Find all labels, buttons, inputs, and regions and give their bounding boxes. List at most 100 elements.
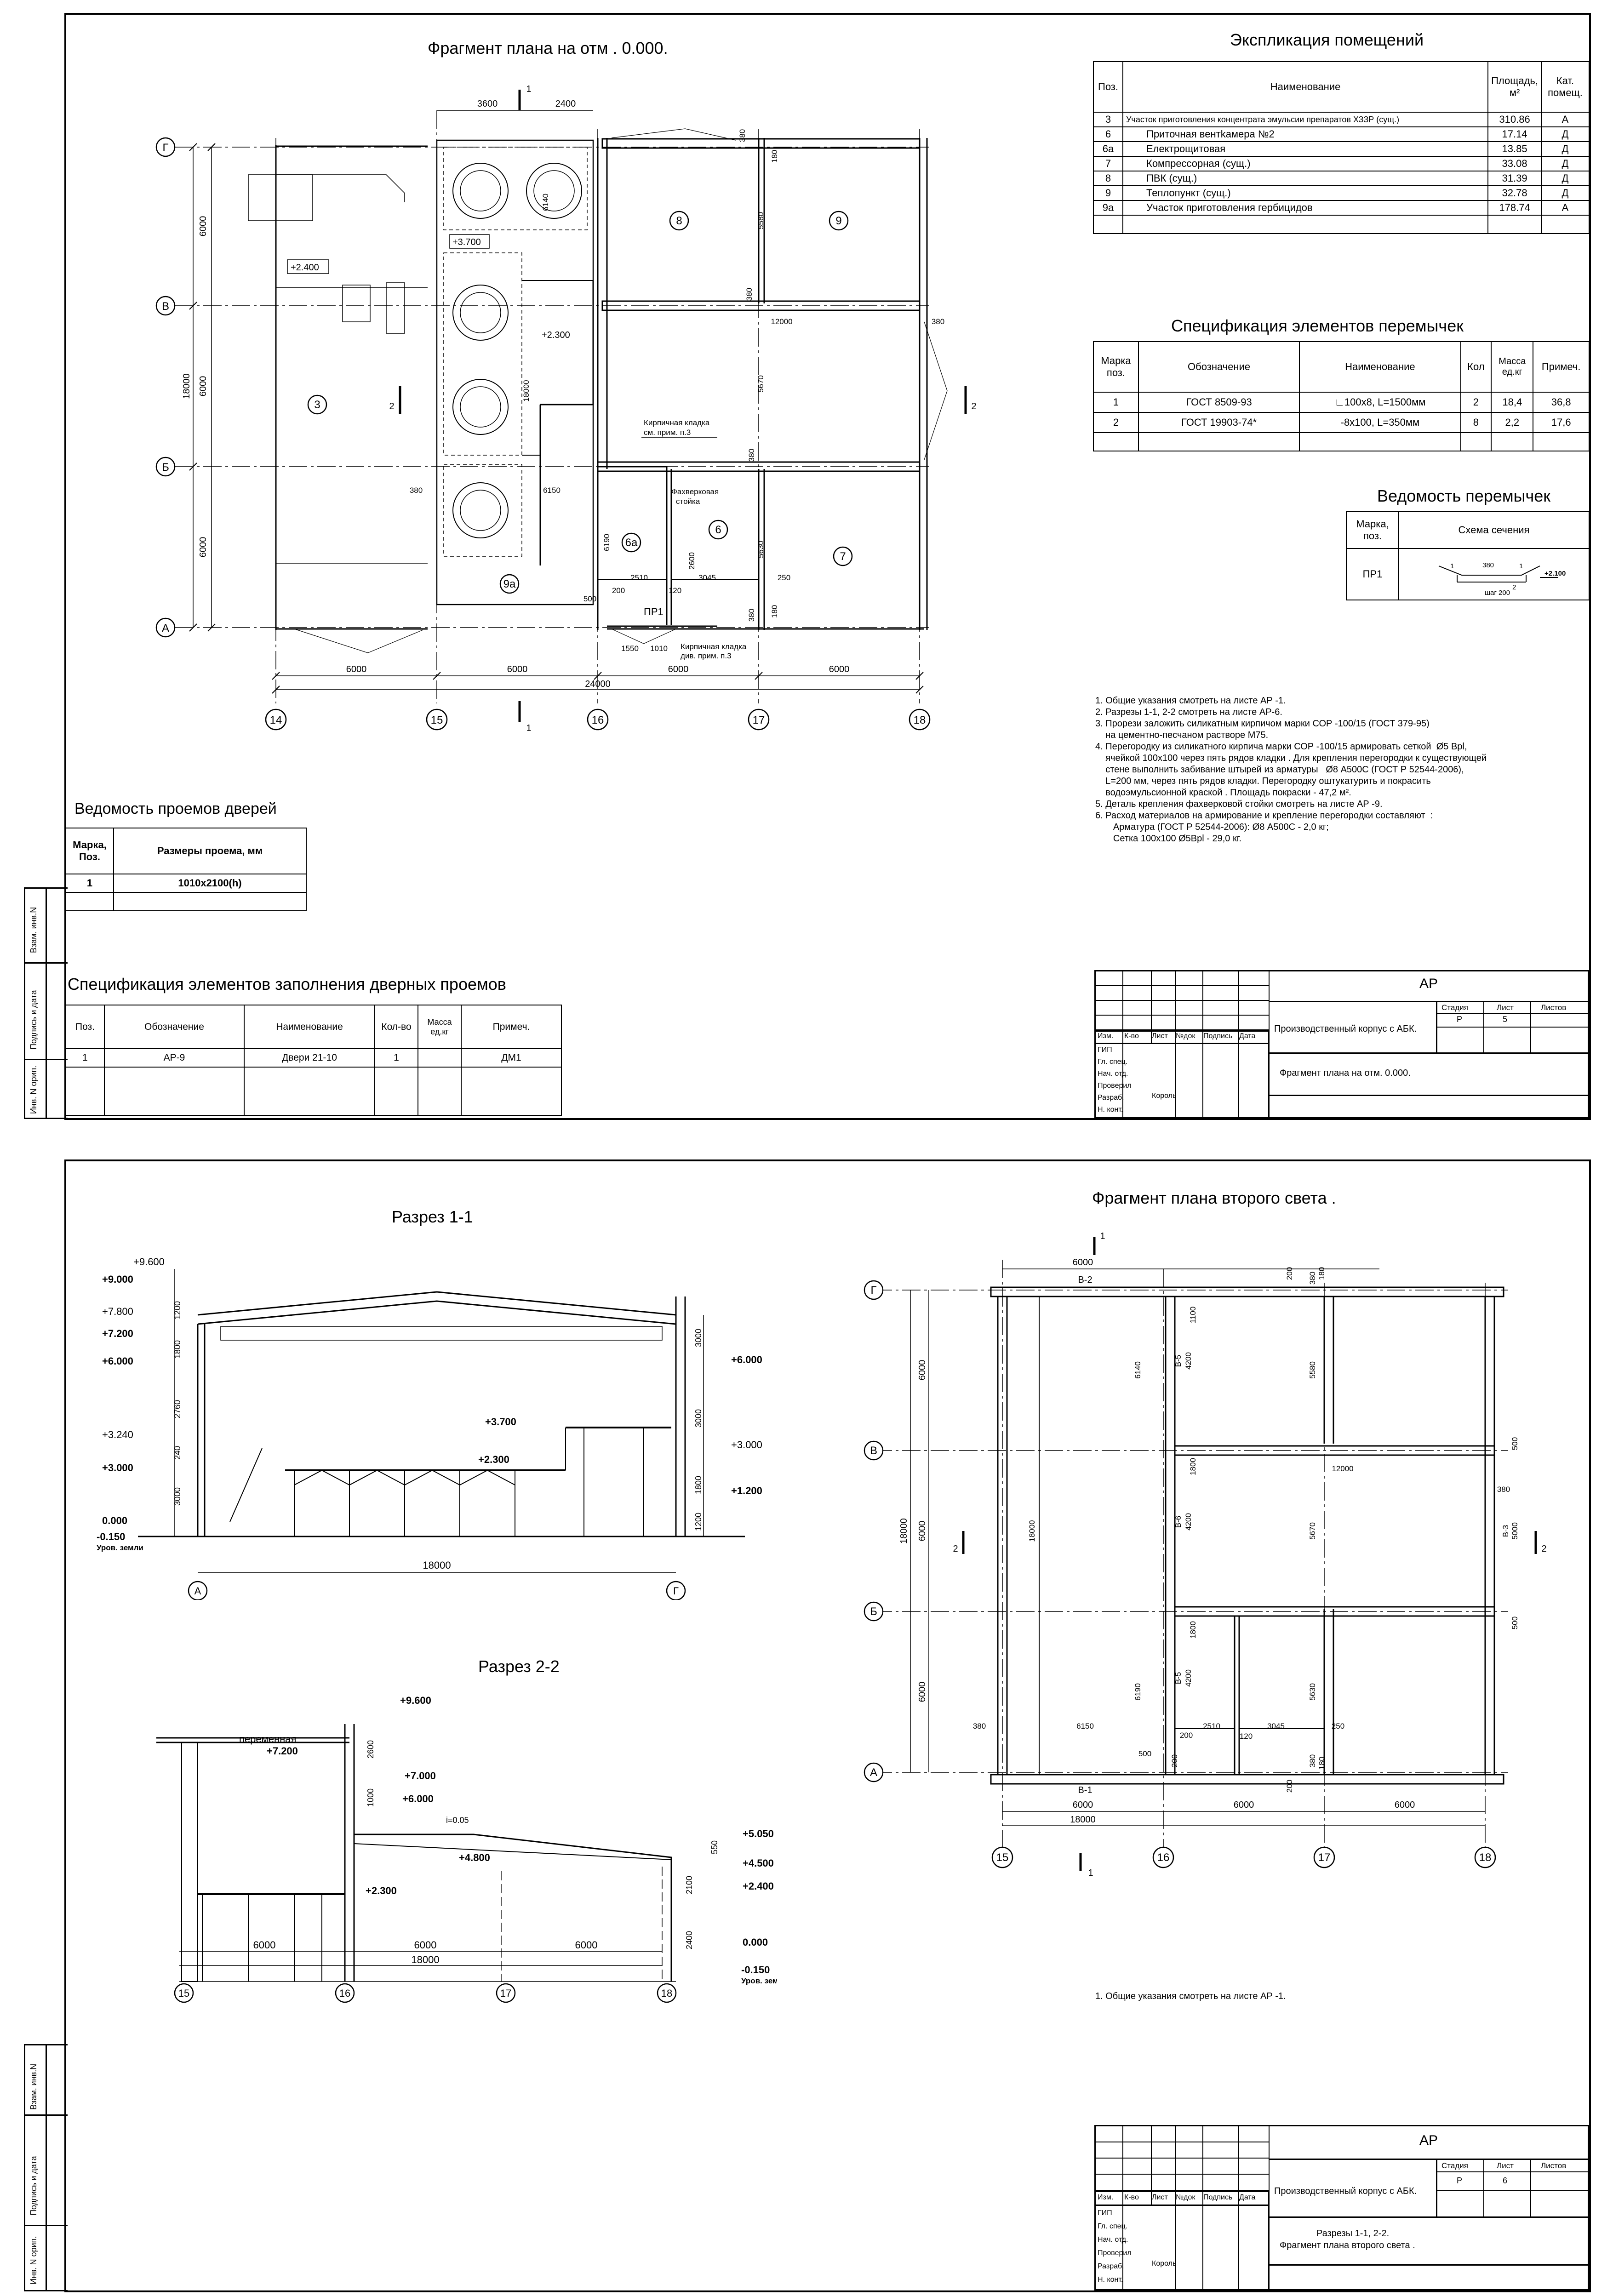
side-label-inv: Инв. N орип.	[29, 1065, 38, 1114]
drawing-sheet-2	[64, 1159, 1591, 2292]
plan-title: Фрагмент плана на отм . 0.000.	[428, 39, 668, 57]
dim-2400: 2400	[555, 99, 576, 109]
lintel-spec-title: Спецификация элементов перемычек	[1171, 316, 1464, 335]
drawing-text: Д	[1541, 156, 1590, 171]
section-22-title: Разрез 2-2	[478, 1657, 560, 1676]
dim-1550: 1550	[621, 644, 639, 653]
drawing-text: 1	[1100, 1231, 1105, 1241]
axis-label-A: А	[162, 622, 169, 634]
drawing-text: А	[870, 1766, 877, 1779]
drawing-text: Разраб.	[1098, 1094, 1124, 1102]
drawing-text: 3000	[694, 1409, 703, 1428]
drawing-text: 1	[65, 874, 114, 893]
drawing-text: Король	[1152, 2260, 1177, 2267]
room-8: 8	[676, 215, 682, 227]
drawing-text: 6140	[1133, 1361, 1142, 1379]
dim-left-6000-b: 6000	[198, 376, 208, 397]
drawing-text: +7.800	[102, 1306, 133, 1317]
floor-plan-0000: Г В Б А 14 15 16 17 18 3 6 6а 7 8 9 9а 3…	[155, 84, 977, 733]
drawing-text: Инв. N орип.	[29, 2236, 38, 2285]
drawing-text: 500	[1510, 1437, 1519, 1450]
drawing-text: 2400	[685, 1931, 694, 1949]
drawing-text: Фрагмент плана второго света .	[1280, 2240, 1415, 2250]
drawing-text: 1000	[366, 1788, 375, 1807]
side-stamp-2: Взам. инв.N Подпись и дата Инв. N орип.	[24, 2044, 68, 2291]
expl-h-area: Площадь, м²	[1487, 61, 1542, 113]
note-brick1: Кирпичная кладка	[644, 418, 710, 427]
drawing-text: 33.08	[1487, 156, 1542, 171]
drawing-text: Гл. спец.	[1098, 1058, 1128, 1066]
drawing-text: Дата	[1239, 2193, 1256, 2201]
drawing-text: 31.39	[1487, 171, 1542, 186]
drawing-text: К-во	[1124, 2193, 1139, 2201]
drawing-text: 5630	[1308, 1683, 1317, 1701]
drawing-text: 550	[710, 1840, 719, 1854]
drawing-text: ГИП	[1098, 1046, 1112, 1054]
drawing-text: В-3	[1501, 1525, 1510, 1537]
drawing-text: 9а	[1093, 200, 1123, 216]
drawing-text: 2	[1541, 1544, 1546, 1554]
dim-380-a: 380	[738, 129, 747, 142]
stamp-code: АР	[1419, 976, 1438, 991]
room-3: 3	[314, 399, 320, 411]
explication-title: Экспликация помещений	[1230, 30, 1424, 49]
room-6: 6	[715, 524, 721, 536]
note-brick2-ref: див. прим. п.3	[681, 651, 732, 660]
drawing-text: 18000	[899, 1518, 909, 1544]
drawing-text: 6000	[917, 1682, 927, 1702]
drawing-text: Листов	[1541, 2161, 1567, 2170]
axis-label-16: 16	[592, 714, 604, 726]
drawing-text: 12000	[1332, 1464, 1353, 1473]
dim-500: 500	[583, 594, 596, 603]
drawing-text: Наименование	[1299, 341, 1461, 393]
drawing-text: 6000	[917, 1521, 927, 1542]
note-brick2: Кирпичная кладка	[681, 642, 747, 651]
drawing-text: Компрессорная (сущ.)	[1122, 156, 1489, 171]
drawing-text: Гл. спец.	[1098, 2222, 1128, 2230]
drawing-text: 1	[1088, 1868, 1093, 1878]
dim-24000: 24000	[585, 679, 611, 689]
drawing-text: 6000	[1073, 1257, 1093, 1268]
drawing-text: 5580	[1308, 1361, 1317, 1379]
drawing-text: Д	[1541, 141, 1590, 157]
drawing-text: 3000	[173, 1487, 182, 1506]
drawing-text: 0.000	[102, 1515, 127, 1526]
drawing-text: 380	[1482, 561, 1494, 569]
drawing-text: Нач. отд.	[1098, 2236, 1128, 2244]
drawing-text: 380	[1308, 1272, 1317, 1285]
dim-3600: 3600	[477, 99, 498, 109]
drawing-text: 1	[1519, 562, 1523, 570]
drawing-text: В-2	[1078, 1275, 1092, 1285]
drawing-text: 1	[1093, 392, 1139, 413]
drawing-text: 16	[1157, 1851, 1170, 1864]
drawing-text: 1200	[694, 1513, 703, 1531]
drawing-text: 15	[178, 1988, 189, 1999]
note-fachwerk: Фахверковая	[671, 487, 719, 496]
side-stamp-1: Взам. инв.N Подпись и дата Инв. N орип.	[24, 887, 68, 1119]
drawing-text: Марка, поз.	[1346, 511, 1399, 549]
drawing-text: Дата	[1239, 1032, 1256, 1040]
plan2-title: Фрагмент плана второго света .	[1092, 1188, 1336, 1207]
label-pr1: ПР1	[644, 606, 664, 617]
dim-380-d: 380	[747, 449, 756, 462]
drawing-text: Двери 21-10	[244, 1048, 375, 1068]
drawing-text: 1800	[694, 1476, 703, 1494]
expl-h-cat: Кат. помещ.	[1541, 61, 1590, 113]
dim-6140: 6140	[541, 194, 550, 211]
drawing-text: 380	[1308, 1754, 1317, 1767]
drawing-text: 17	[1318, 1851, 1331, 1864]
axis-label-15: 15	[431, 714, 443, 726]
drawing-text: 18000	[411, 1954, 439, 1965]
drawing-text: 310.86	[1487, 112, 1542, 127]
drawing-text: Подпись	[1203, 2193, 1233, 2201]
drawing-text: Стадия	[1441, 1003, 1468, 1012]
drawing-text: Н. конт.	[1098, 1106, 1123, 1114]
drawing-text: 200	[1285, 1267, 1294, 1280]
drawing-text: Стадия	[1441, 2161, 1468, 2170]
drawing-text: 7	[1093, 156, 1123, 171]
drawing-text: i=0.05	[446, 1816, 469, 1825]
drawing-text: Лист	[1152, 2193, 1168, 2201]
drawing-text: 180	[1317, 1757, 1326, 1770]
drawing-text: 6190	[1133, 1683, 1142, 1701]
